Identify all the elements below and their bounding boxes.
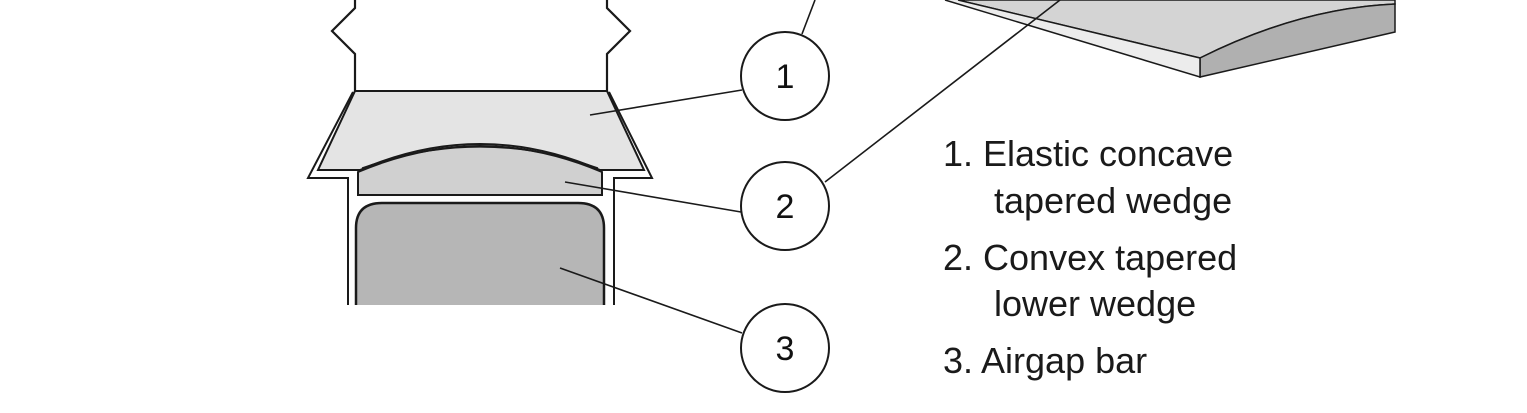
- callout-number-1: 1: [776, 58, 795, 96]
- strip-curved-face: [1199, 3, 1396, 78]
- callout-number-3: 3: [776, 330, 795, 368]
- slot-wall-left: [330, 0, 357, 92]
- airgap-bar: [354, 201, 606, 305]
- legend-item-1-line-2: tapered wedge: [994, 180, 1232, 221]
- legend-item-2-line-1: 2. Convex tapered: [943, 237, 1237, 278]
- legend-item-3-line-1: 3. Airgap bar: [943, 340, 1147, 381]
- callout-circle-2: [740, 161, 830, 251]
- callout-number-2: 2: [776, 188, 795, 226]
- convex-lower-wedge: [357, 145, 603, 196]
- strip-front-face: [944, 0, 1201, 79]
- legend-item-2-line-2: lower wedge: [994, 283, 1196, 324]
- callout-circle-3: [740, 303, 830, 393]
- leader-line-2: [564, 181, 742, 213]
- slot-wall-right: [605, 0, 632, 92]
- legend-item-1-line-1: 1. Elastic concave: [943, 133, 1233, 174]
- leader-line-1: [589, 89, 743, 116]
- leader-line-1-top: [801, 0, 816, 35]
- leader-line-3: [559, 267, 743, 334]
- slot-dovetail: [306, 91, 654, 305]
- callout-circle-1: [740, 31, 830, 121]
- leader-line-2-top: [824, 0, 1061, 183]
- lower-wedge-inner-edge: [361, 146, 599, 169]
